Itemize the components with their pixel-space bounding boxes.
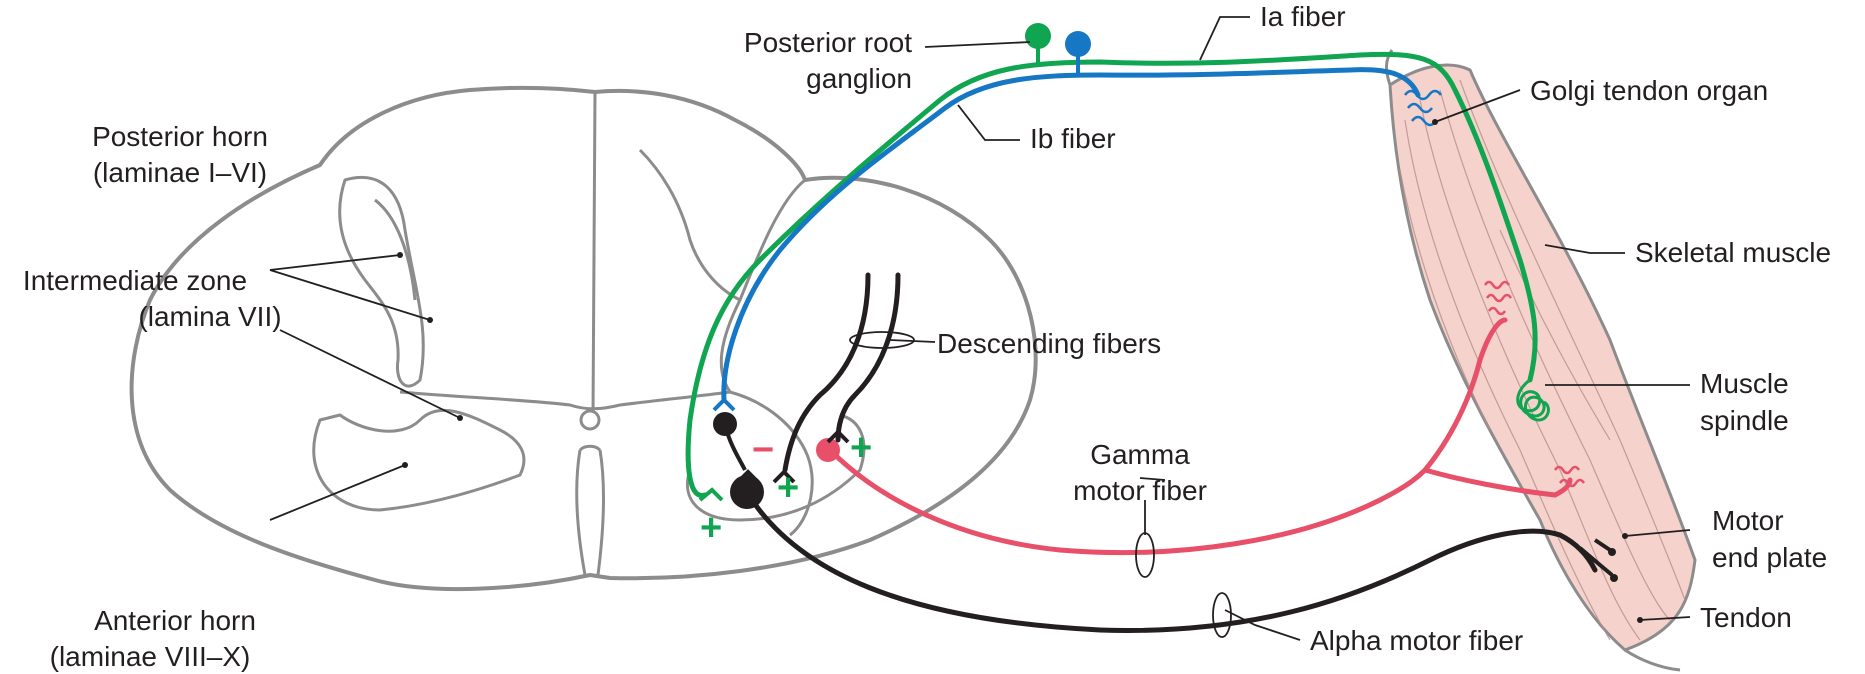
motor-end-plate bbox=[1578, 538, 1614, 577]
descending-bundle-ring bbox=[849, 331, 915, 349]
posterior-horn-left-inner bbox=[374, 198, 417, 301]
ib-ganglion-cell bbox=[1065, 31, 1091, 57]
gray-commissure bbox=[399, 390, 731, 411]
label-gamma-motor-fiber-1: Gamma bbox=[1090, 439, 1190, 470]
label-posterior-root-ganglion-2: ganglion bbox=[806, 63, 912, 94]
label-posterior-root-ganglion-1: Posterior root bbox=[744, 27, 912, 58]
gamma-motor-fiber bbox=[827, 317, 1573, 556]
plus-sign-descending: + bbox=[777, 467, 799, 509]
skeletal-muscle bbox=[1385, 49, 1697, 672]
plus-sign-gamma: + bbox=[850, 427, 872, 469]
anterior-median-fissure bbox=[575, 444, 606, 576]
label-skeletal-muscle: Skeletal muscle bbox=[1635, 237, 1831, 268]
descending-terminal-2 bbox=[772, 469, 796, 484]
muscle-fibrils bbox=[1399, 79, 1686, 641]
label-golgi-tendon-organ: Golgi tendon organ bbox=[1530, 75, 1768, 106]
label-intermediate-zone-2: (lamina VII) bbox=[138, 301, 281, 332]
anterior-horn-right bbox=[686, 413, 866, 522]
ia-terminal bbox=[698, 487, 724, 502]
label-gamma-motor-fiber-2: motor fiber bbox=[1073, 475, 1207, 506]
posterior-horn-right bbox=[638, 148, 741, 302]
label-anterior-horn-2: (laminae VIII–X) bbox=[50, 641, 251, 672]
plus-sign-ia: + bbox=[700, 507, 722, 549]
ia-ganglion-cell bbox=[1025, 23, 1051, 49]
gamma-motor-neuron bbox=[816, 438, 840, 462]
spindle-pole-upper bbox=[1483, 280, 1513, 316]
label-tendon: Tendon bbox=[1700, 602, 1792, 633]
descending-fiber-1 bbox=[782, 272, 871, 473]
posterior-horn-left bbox=[338, 175, 425, 388]
label-muscle-spindle-1: Muscle bbox=[1700, 368, 1789, 399]
label-descending-fibers: Descending fibers bbox=[937, 328, 1161, 359]
minus-sign-inhibitory: − bbox=[752, 429, 774, 471]
leader-lines bbox=[269, 16, 1691, 641]
spinal-cord-outline bbox=[129, 85, 1038, 592]
alpha-motor-neuron bbox=[730, 475, 764, 509]
ib-fiber bbox=[721, 67, 1421, 403]
alpha-bundle-ring bbox=[1212, 592, 1232, 638]
label-motor-end-plate-1: Motor bbox=[1712, 505, 1784, 536]
spindle-pole-lower bbox=[1553, 465, 1586, 488]
tendon bbox=[1624, 648, 1681, 672]
gamma-bundle-ring bbox=[1135, 532, 1155, 578]
muscle-belly bbox=[1388, 63, 1697, 652]
label-anterior-horn-1: Anterior horn bbox=[94, 605, 256, 636]
gray-matter-right bbox=[719, 178, 814, 537]
alpha-motor-fiber bbox=[749, 497, 1598, 633]
central-canal bbox=[579, 409, 601, 431]
spinal-cord-section bbox=[129, 85, 1038, 592]
muscle-spindle-coil bbox=[1516, 378, 1550, 422]
label-posterior-horn-2: (laminae I–VI) bbox=[93, 157, 267, 188]
end-plate-terminal-2 bbox=[1610, 574, 1618, 582]
interneuron bbox=[713, 412, 737, 436]
anterior-horn-left bbox=[312, 409, 526, 512]
label-posterior-horn-1: Posterior horn bbox=[92, 121, 268, 152]
descending-terminal bbox=[826, 429, 850, 444]
label-motor-end-plate-2: end plate bbox=[1712, 542, 1827, 573]
label-ib-fiber: Ib fiber bbox=[1030, 123, 1116, 154]
ia-fiber bbox=[685, 51, 1538, 498]
end-plate-terminal-1 bbox=[1608, 548, 1616, 556]
label-muscle-spindle-2: spindle bbox=[1700, 405, 1789, 436]
label-alpha-motor-fiber: Alpha motor fiber bbox=[1310, 625, 1523, 656]
ib-terminal bbox=[712, 397, 736, 412]
golgi-tendon-organ-coil bbox=[1404, 89, 1442, 127]
posterior-median-septum bbox=[591, 91, 597, 416]
label-ia-fiber: Ia fiber bbox=[1260, 1, 1346, 32]
label-intermediate-zone-1: Intermediate zone bbox=[23, 265, 247, 296]
descending-fiber-2 bbox=[835, 272, 901, 443]
